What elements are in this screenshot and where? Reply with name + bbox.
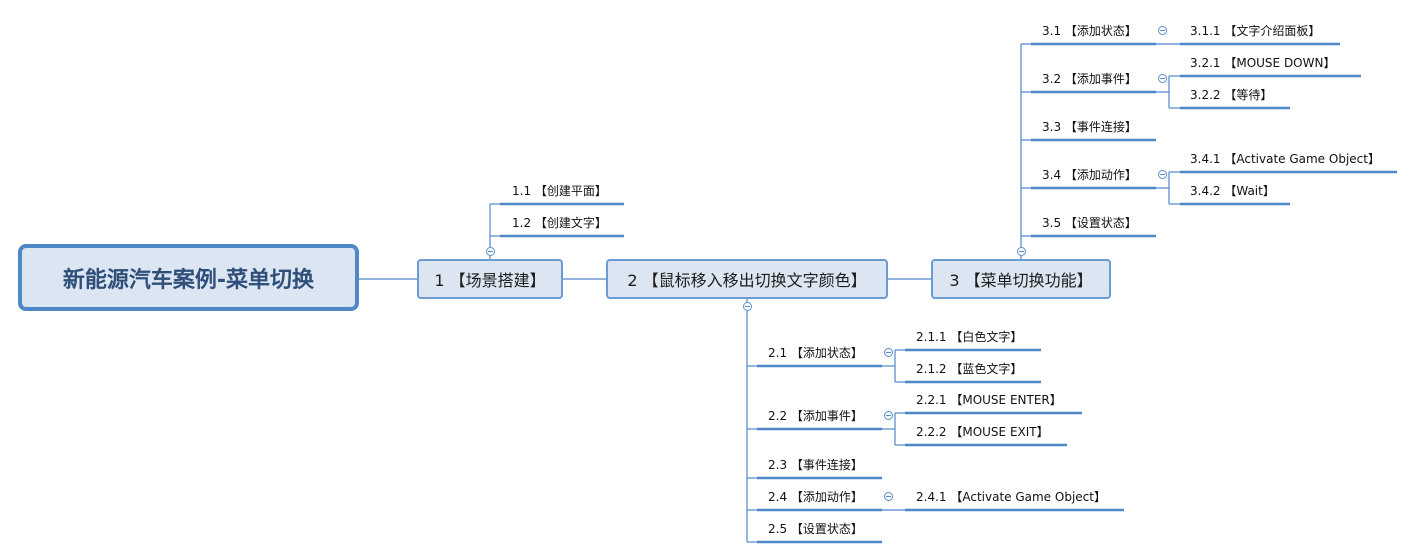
subtopic-2-2-1[interactable]: 2.2.1 【MOUSE ENTER】	[916, 393, 1062, 407]
subtopic-2-2[interactable]: 2.2 【添加事件】	[768, 409, 863, 423]
subtopic-3-5[interactable]: 3.5 【设置状态】	[1042, 216, 1137, 230]
subtopic-3-1[interactable]: 3.1 【添加状态】	[1042, 24, 1137, 38]
subtopic-2-3[interactable]: 2.3 【事件连接】	[768, 458, 863, 472]
subtopic-3-2-1[interactable]: 3.2.1 【MOUSE DOWN】	[1190, 56, 1336, 70]
subtopic-2-2-2[interactable]: 2.2.2 【MOUSE EXIT】	[916, 425, 1049, 439]
collapse-toggle-icon[interactable]	[486, 247, 495, 256]
subtopic-3-4-2[interactable]: 3.4.2 【Wait】	[1190, 184, 1275, 198]
subtopic-3-4[interactable]: 3.4 【添加动作】	[1042, 168, 1137, 182]
branch-topic-3[interactable]: 3 【菜单切换功能】	[931, 259, 1111, 299]
branch-topic-1[interactable]: 1 【场景搭建】	[417, 259, 563, 299]
subtopic-3-2[interactable]: 3.2 【添加事件】	[1042, 72, 1137, 86]
collapse-toggle-icon[interactable]	[884, 492, 893, 501]
subtopic-1-2[interactable]: 1.2 【创建文字】	[512, 216, 607, 230]
subtopic-3-4-1[interactable]: 3.4.1 【Activate Game Object】	[1190, 152, 1380, 166]
collapse-toggle-icon[interactable]	[1158, 26, 1167, 35]
subtopic-3-1-1[interactable]: 3.1.1 【文字介绍面板】	[1190, 24, 1321, 38]
subtopic-3-2-2[interactable]: 3.2.2 【等待】	[1190, 88, 1273, 102]
collapse-toggle-icon[interactable]	[743, 302, 752, 311]
subtopic-2-1-1[interactable]: 2.1.1 【白色文字】	[916, 330, 1023, 344]
subtopic-1-1[interactable]: 1.1 【创建平面】	[512, 184, 607, 198]
subtopic-2-5[interactable]: 2.5 【设置状态】	[768, 522, 863, 536]
subtopic-2-4[interactable]: 2.4 【添加动作】	[768, 490, 863, 504]
subtopic-2-1-2[interactable]: 2.1.2 【蓝色文字】	[916, 362, 1023, 376]
root-topic[interactable]: 新能源汽车案例-菜单切换	[18, 244, 359, 311]
collapse-toggle-icon[interactable]	[884, 411, 893, 420]
collapse-toggle-icon[interactable]	[1017, 247, 1026, 256]
collapse-toggle-icon[interactable]	[884, 348, 893, 357]
collapse-toggle-icon[interactable]	[1158, 74, 1167, 83]
branch-topic-2[interactable]: 2 【鼠标移入移出切换文字颜色】	[606, 259, 888, 299]
collapse-toggle-icon[interactable]	[1158, 170, 1167, 179]
subtopic-3-3[interactable]: 3.3 【事件连接】	[1042, 120, 1137, 134]
subtopic-2-1[interactable]: 2.1 【添加状态】	[768, 346, 863, 360]
subtopic-2-4-1[interactable]: 2.4.1 【Activate Game Object】	[916, 490, 1106, 504]
